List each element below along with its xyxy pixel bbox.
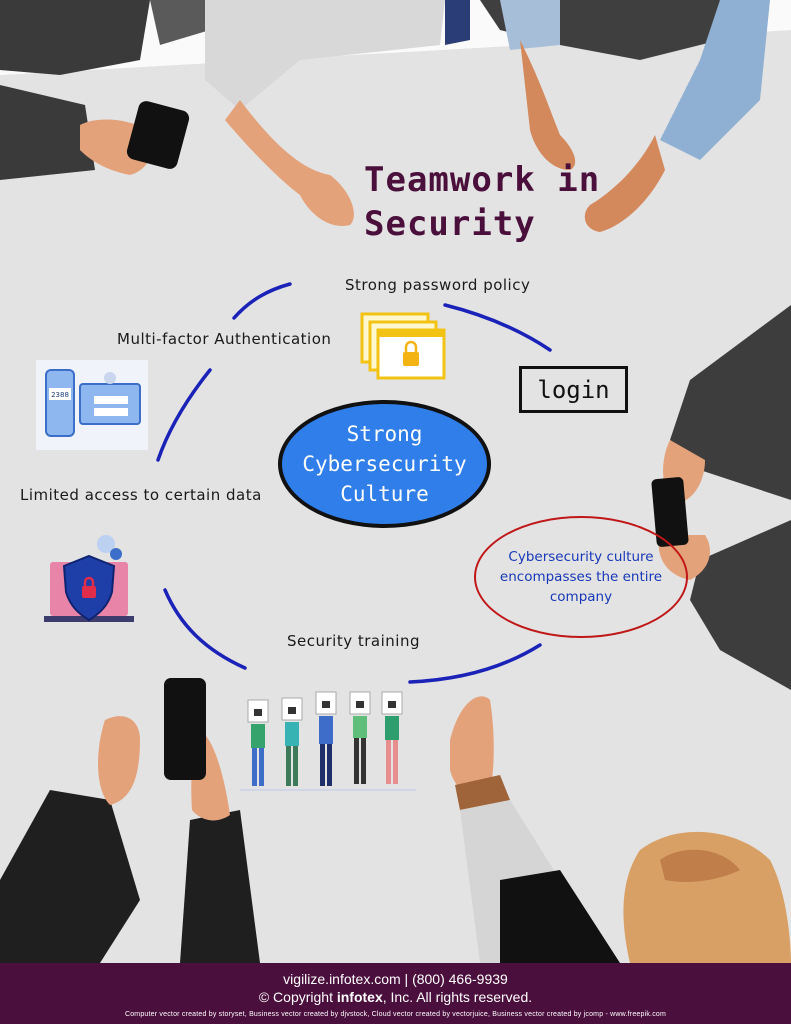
footer-credits: Computer vector created by storyset, Bus… xyxy=(124,1011,667,1018)
person-top-left xyxy=(0,0,210,75)
person-bottom-left xyxy=(0,678,260,963)
copyright-suffix: , Inc. All rights reserved. xyxy=(382,989,533,1005)
browser-padlock-icon xyxy=(360,312,446,380)
company-culture-callout: Cybersecurity culture encompasses the en… xyxy=(474,516,688,638)
callout-line-3: company xyxy=(549,589,613,605)
center-line-1: Strong xyxy=(346,422,423,446)
callout-line-2: encompasses the entire xyxy=(499,569,663,585)
login-box: login xyxy=(519,366,628,413)
phone-icon xyxy=(164,678,206,780)
label-password-policy: Strong password policy xyxy=(345,276,531,294)
copyright-prefix: © Copyright xyxy=(258,989,337,1005)
person-left-phone xyxy=(0,85,190,180)
person-top-right xyxy=(480,0,770,232)
footer-bar: vigilize.infotex.com | (800) 466-9939 © … xyxy=(0,963,791,1024)
label-limited-access: Limited access to certain data xyxy=(20,486,262,504)
person-bottom-right xyxy=(450,696,791,963)
login-label: login xyxy=(537,375,610,404)
label-mfa: Multi-factor Authentication xyxy=(117,330,332,348)
phone-icon xyxy=(651,477,689,547)
footer-contact: vigilize.infotex.com | (800) 466-9939 xyxy=(283,971,508,987)
callout-line-1: Cybersecurity culture xyxy=(508,549,654,565)
title-line-1: Teamwork in xyxy=(364,160,601,200)
center-line-2: Cybersecurity xyxy=(302,452,467,476)
training-people-icon xyxy=(240,691,416,791)
cycle-arcs xyxy=(156,282,552,684)
phone-code: 2388 xyxy=(51,391,69,399)
copyright-brand: infotex xyxy=(336,989,383,1005)
footer-copyright: © Copyright infotex, Inc. All rights res… xyxy=(0,989,791,1005)
label-security-training: Security training xyxy=(287,632,420,650)
mfa-devices-icon: 2388 xyxy=(36,360,148,450)
title-line-2: Security xyxy=(364,204,536,244)
center-line-3: Culture xyxy=(340,482,429,506)
shield-laptop-icon xyxy=(44,535,134,622)
center-culture-oval: Strong Cybersecurity Culture xyxy=(278,400,491,528)
person-right xyxy=(651,305,791,690)
person-top-center xyxy=(205,0,470,226)
page-title: Teamwork in Security xyxy=(364,158,600,246)
phone-icon xyxy=(126,101,190,169)
